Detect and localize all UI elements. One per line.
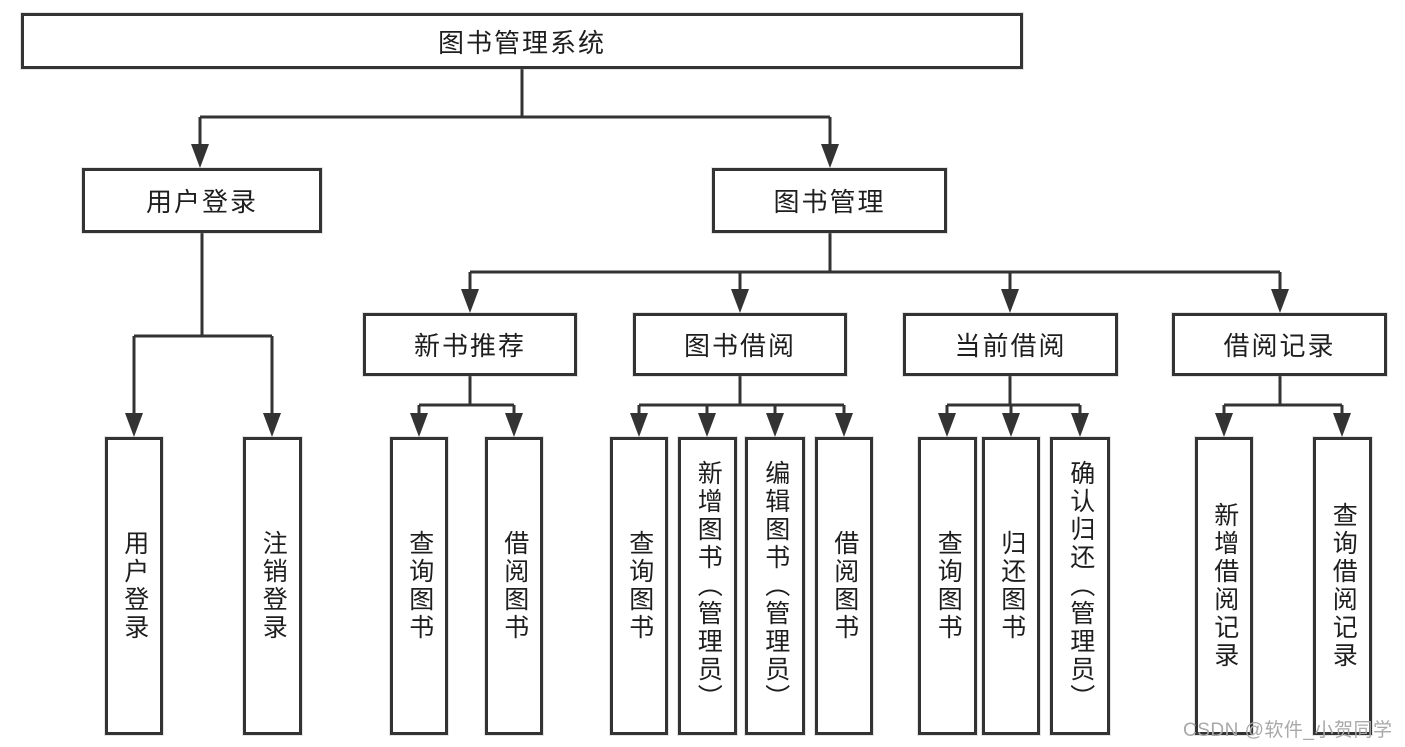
node-leaf-query-borrow-record: 查询借阅记录 xyxy=(1313,437,1372,735)
leaf-label: 新增图书（管理员） xyxy=(694,460,723,712)
arrowheads xyxy=(125,144,1351,437)
node-leaf-query-books-recommend: 查询图书 xyxy=(390,437,448,735)
node-leaf-return-books: 归还图书 xyxy=(982,437,1040,735)
node-library-management-system: 图书管理系统 xyxy=(21,13,1023,69)
leaf-label: 借阅图书 xyxy=(500,530,529,642)
leaf-label: 注销登录 xyxy=(259,530,288,642)
leaf-label: 用户登录 xyxy=(120,530,149,642)
leaf-label: 确认归还（管理员） xyxy=(1066,460,1095,712)
node-leaf-logout: 注销登录 xyxy=(243,437,302,735)
leaf-label: 查询借阅记录 xyxy=(1329,502,1358,670)
node-borrow-records: 借阅记录 xyxy=(1172,313,1387,376)
node-book-management: 图书管理 xyxy=(712,168,947,233)
node-book-borrowing: 图书借阅 xyxy=(633,313,847,376)
leaf-label: 借阅图书 xyxy=(830,530,859,642)
node-leaf-query-books-borrowing: 查询图书 xyxy=(610,437,668,735)
leaf-label: 查询图书 xyxy=(934,530,963,642)
node-new-book-recommend: 新书推荐 xyxy=(363,313,577,376)
leaf-label: 查询图书 xyxy=(625,530,654,642)
node-leaf-borrow-books: 借阅图书 xyxy=(815,437,873,735)
node-leaf-edit-book-admin: 编辑图书（管理员） xyxy=(745,437,805,735)
leaf-label: 新增借阅记录 xyxy=(1210,502,1239,670)
node-leaf-query-books-current: 查询图书 xyxy=(918,437,977,735)
node-user-login: 用户登录 xyxy=(82,168,322,233)
leaf-label: 查询图书 xyxy=(405,530,434,642)
leaf-label: 编辑图书（管理员） xyxy=(761,460,790,712)
node-leaf-confirm-return-admin: 确认归还（管理员） xyxy=(1050,437,1110,735)
leaf-label: 归还图书 xyxy=(997,530,1026,642)
node-leaf-borrow-books-recommend: 借阅图书 xyxy=(485,437,543,735)
node-leaf-add-borrow-record: 新增借阅记录 xyxy=(1195,437,1253,735)
node-leaf-user-login: 用户登录 xyxy=(105,437,163,735)
csdn-watermark: CSDN @软件_小贺同学 xyxy=(1183,720,1393,741)
node-current-borrowing: 当前借阅 xyxy=(903,313,1118,376)
node-leaf-add-book-admin: 新增图书（管理员） xyxy=(678,437,737,735)
